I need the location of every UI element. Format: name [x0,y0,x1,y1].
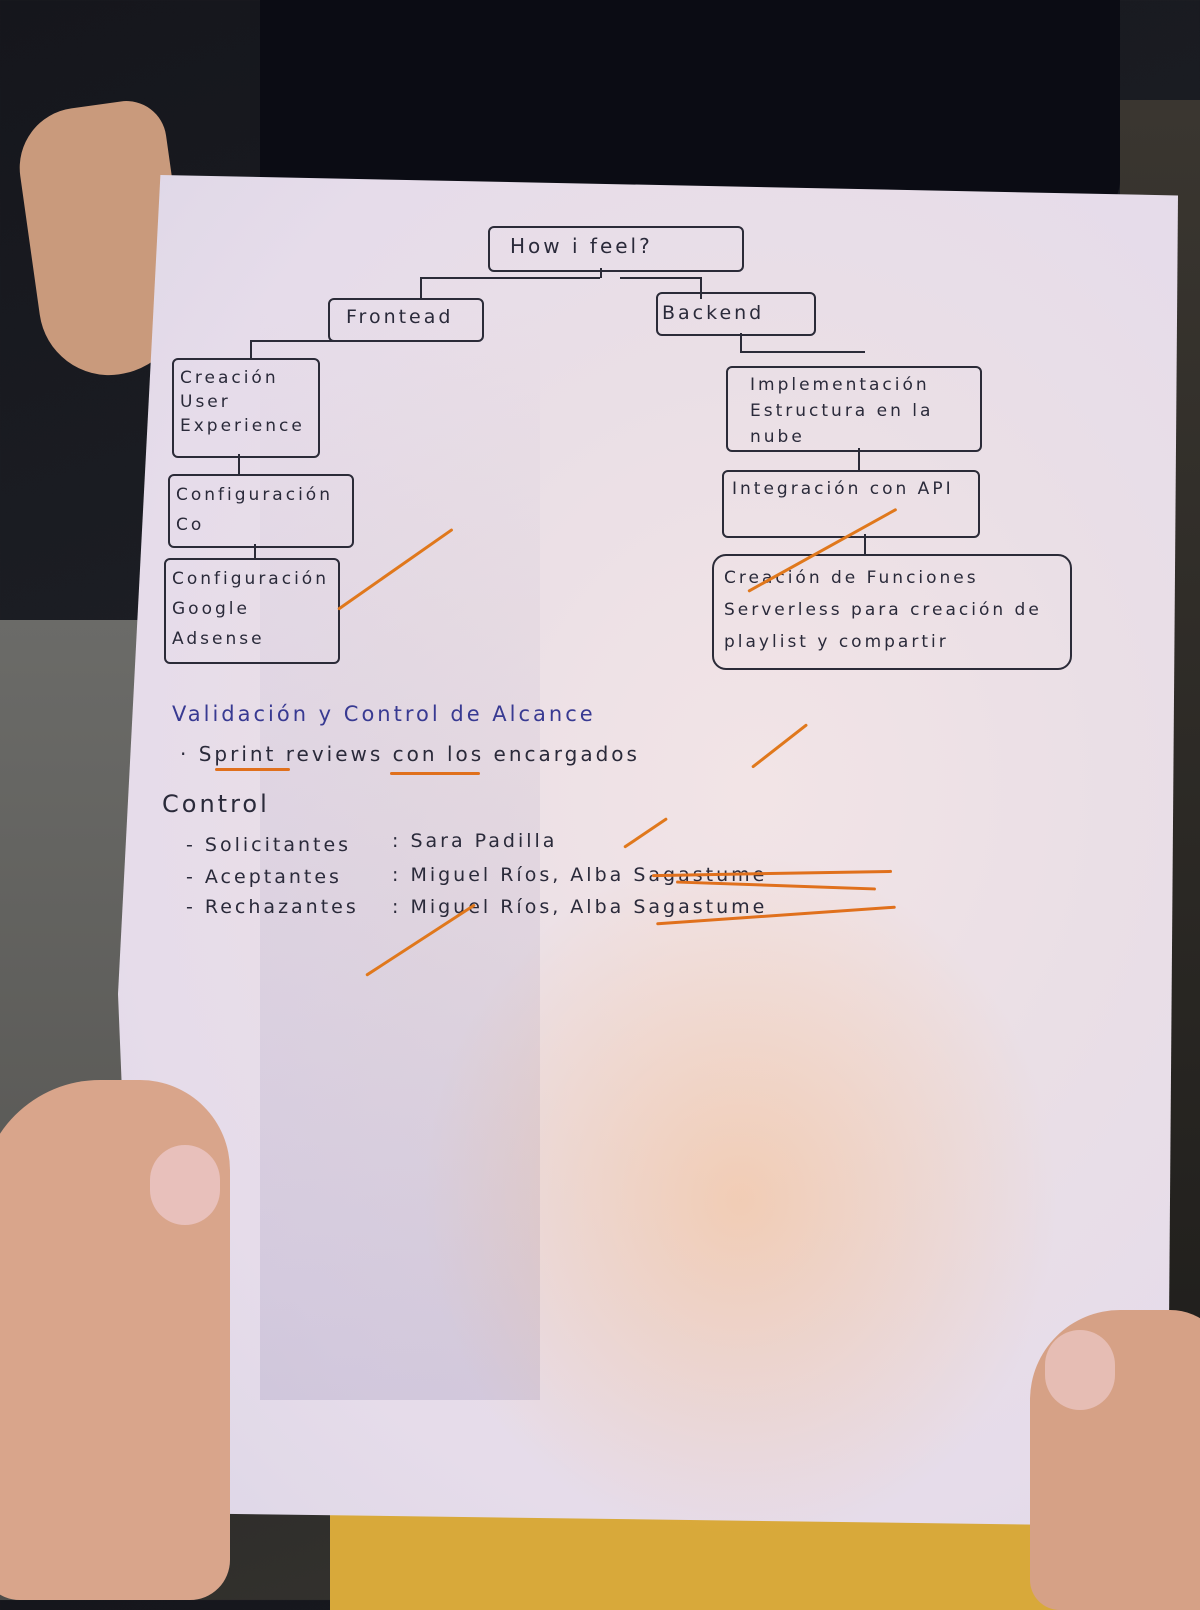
connector [858,448,860,470]
connector [740,351,865,353]
light-glow [420,850,1060,1550]
backend-item-2 [722,470,980,538]
control-role-3: - Rechazantes [186,896,359,918]
frontend-item-1 [172,358,320,458]
connector [250,340,252,360]
connector [254,544,256,560]
connector [250,340,375,342]
control-names-1: : Sara Padilla [392,830,558,852]
connector [700,277,702,299]
control-role-1: - Solicitantes [186,834,352,856]
paper-sheet [118,175,1178,1527]
frontend-node [328,298,484,342]
control-names-3: : Miguel Ríos, Alba Sagastume [392,896,768,918]
orange-underline [390,772,480,775]
backend-item-3 [712,554,1072,670]
backend-node [656,292,816,336]
backend-label: Backend [662,302,765,324]
connector [420,277,422,299]
backend-item-2-label: Integración con API [732,479,954,499]
frontend-item-2 [168,474,354,548]
connector [864,534,866,554]
connector [420,277,600,279]
thumbnail-left [150,1145,220,1225]
backend-item-1 [726,366,982,452]
validation-title: Validación y Control de Alcance [172,702,596,726]
frontend-item-3 [164,558,340,664]
paper-shadow [260,300,540,1400]
connector [600,268,602,278]
root-node [488,226,744,272]
thumbnail-right [1045,1330,1115,1410]
frontend-label: Frontead [346,306,454,328]
root-label: How i feel? [510,234,653,258]
frontend-item-3-label: Configuración Google Adsense [172,569,329,649]
connector [740,333,742,351]
orange-underline [215,768,290,771]
connector [620,277,700,279]
control-names-2: : Miguel Ríos, Alba Sagastume [392,864,768,886]
frontend-item-1-label: Creación User Experience [180,368,305,436]
control-role-2: - Aceptantes [186,866,342,888]
control-title: Control [162,790,270,818]
frontend-item-2-label: Configuración Co [176,485,333,535]
backend-item-1-label: Implementación Estructura en la nube [750,375,934,447]
validation-item: · Sprint reviews con los encargados [180,742,640,766]
backend-item-3-label: Creación de Funciones Serverless para cr… [724,568,1042,652]
connector [238,454,240,476]
